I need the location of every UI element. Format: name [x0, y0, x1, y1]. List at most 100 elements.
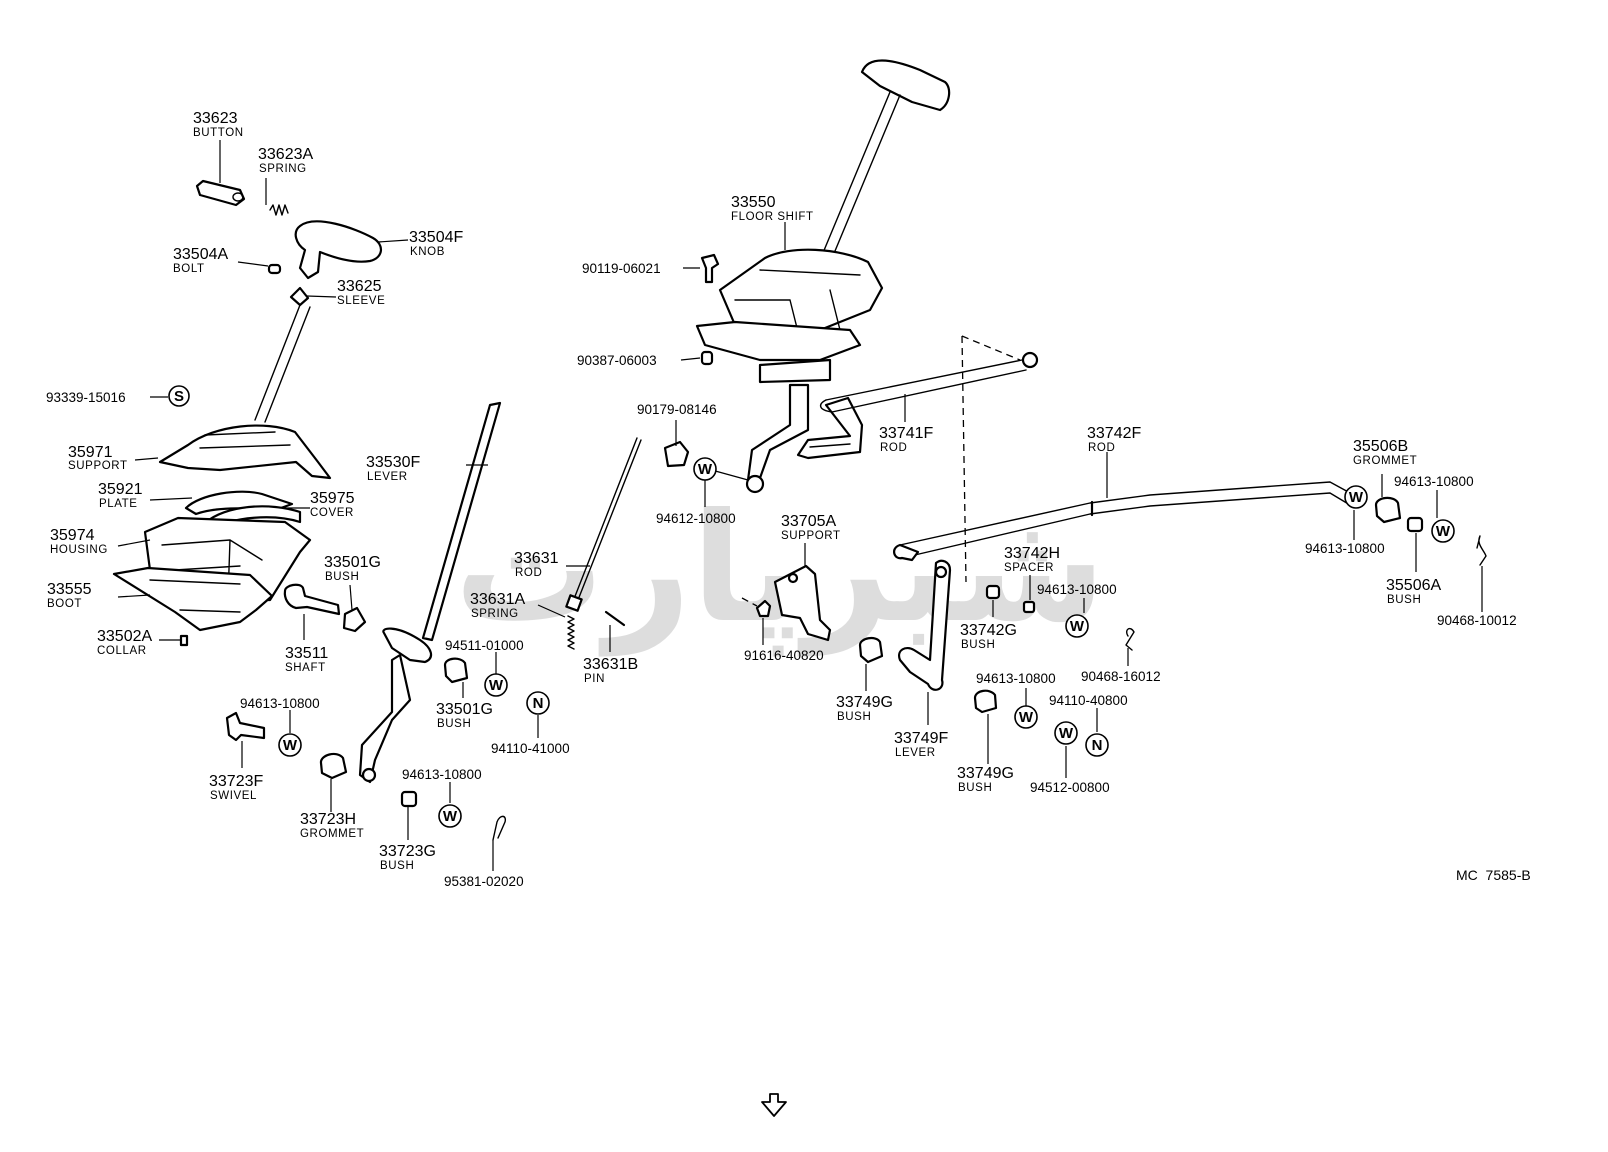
part-spring-drawing [269, 204, 289, 216]
part-number: 33555 [47, 581, 92, 598]
label-94613-10800-c: 94613-10800 W [1037, 582, 1117, 638]
label-33742g: 33742G BUSH [960, 622, 1017, 651]
part-sleeve-drawing [289, 286, 310, 307]
w-symbol-icon [693, 457, 717, 481]
part-symbol: N [1092, 737, 1103, 754]
label-33502a: 33502A COLLAR [97, 628, 152, 657]
part-collar-drawing [179, 634, 189, 647]
part-number: 33511 [285, 645, 328, 662]
label-33723h: 33723H GROMMET [300, 811, 364, 840]
label-91616-40820: 91616-40820 [744, 648, 824, 663]
part-name: SHAFT [285, 662, 326, 674]
part-number: 94612-10800 [656, 511, 736, 526]
part-name: BOLT [173, 263, 205, 275]
label-94613-10800-b: 94613-10800 W [402, 767, 482, 828]
part-number: 90119-06021 [582, 261, 661, 276]
part-number: 94613-10800 [1305, 541, 1385, 556]
part-number: 33723G [379, 843, 436, 860]
label-33749f: 33749F LEVER [894, 730, 948, 759]
part-number: 33749G [957, 765, 1014, 782]
label-35974: 35974 HOUSING [50, 527, 108, 556]
down-arrow-icon[interactable] [761, 1093, 787, 1117]
watermark-text: شیرپارت [454, 482, 1106, 657]
part-pin-33631b-drawing [604, 610, 626, 627]
label-33623: 33623 BUTTON [193, 110, 243, 139]
diagram-reference: MC 7585-B [1456, 867, 1531, 883]
part-number: 33501G [436, 701, 493, 718]
part-bush-33742g-drawing [985, 584, 1001, 600]
part-number: 93339-15016 [46, 390, 126, 405]
label-90387-06003: 90387-06003 [577, 353, 657, 368]
label-95381-02020: 95381-02020 [444, 874, 524, 889]
part-number: 95381-02020 [444, 874, 524, 889]
part-name: SPRING [471, 608, 519, 620]
w-symbol-icon [278, 733, 302, 757]
part-rod-33741f-drawing [819, 351, 1039, 413]
label-35971: 35971 SUPPORT [68, 444, 128, 472]
part-collar-90387-drawing [700, 350, 714, 366]
w-symbol-icon [1431, 519, 1455, 543]
part-name: BUSH [1387, 594, 1421, 606]
part-name: BUSH [380, 860, 414, 872]
part-button-drawing [195, 179, 246, 207]
part-grommet-35506b-drawing [1374, 496, 1402, 524]
part-name: SLEEVE [337, 295, 385, 307]
part-bush-33501g-drawing [342, 606, 367, 633]
part-rod-33631-drawing [565, 437, 642, 612]
part-bush-33749g-2-drawing [973, 689, 998, 714]
part-name: COVER [310, 507, 354, 519]
part-number: 35921 [98, 481, 143, 498]
part-number: 33504F [409, 229, 463, 246]
label-35921: 35921 PLATE [98, 481, 143, 510]
part-bush-33723g-drawing [400, 790, 418, 808]
w-symbol-icon [484, 673, 508, 697]
w-symbol-icon [1054, 721, 1078, 745]
part-symbol: W [443, 808, 458, 825]
part-floor-shift-drawing [695, 59, 951, 494]
part-name: SUPPORT [68, 460, 128, 472]
part-number: 33504A [173, 246, 228, 263]
part-number: 33623A [258, 146, 313, 163]
label-94512-00800: W 94512-00800 [1030, 721, 1110, 795]
part-number: 94613-10800 [976, 671, 1056, 686]
part-name: SUPPORT [781, 530, 841, 542]
part-number: 35974 [50, 527, 95, 544]
part-name: LEVER [895, 747, 936, 759]
part-name: ROD [515, 567, 542, 579]
part-name: HOUSING [50, 544, 108, 556]
part-name: PIN [584, 673, 605, 685]
label-90179-08146: 90179-08146 [637, 402, 717, 417]
part-name: SPRING [259, 163, 307, 175]
part-shaft-drawing [283, 583, 341, 616]
part-number: 91616-40820 [744, 648, 824, 663]
part-number: 90468-16012 [1081, 669, 1161, 684]
label-33749g-2: 33749G BUSH [957, 765, 1014, 794]
part-number: 33631A [470, 591, 525, 608]
n-symbol-icon [526, 691, 550, 715]
w-symbol-icon [1344, 485, 1368, 509]
part-number: 33530F [366, 454, 420, 471]
shift-rod-drawing [254, 304, 311, 423]
part-bush-33749g-1-drawing [858, 636, 884, 664]
part-name: SWIVEL [210, 790, 257, 802]
part-bolt-drawing [267, 263, 282, 275]
part-lever-33530f-drawing [358, 401, 502, 784]
part-number: 33705A [781, 513, 836, 530]
label-33504f: 33504F KNOB [409, 229, 463, 258]
part-name: GROMMET [300, 828, 364, 840]
label-33555: 33555 BOOT [47, 581, 92, 610]
leader-lines [117, 140, 1483, 871]
label-33742f: 33742F ROD [1087, 425, 1141, 454]
w-symbol-icon [438, 804, 462, 828]
s-symbol-icon [168, 385, 190, 407]
label-94110-41000: N 94110-41000 [491, 691, 570, 756]
part-name: BUSH [961, 639, 995, 651]
part-symbol: S [174, 388, 184, 405]
part-number: 33502A [97, 628, 152, 645]
part-name: BUSH [958, 782, 992, 794]
w-symbol-icon [1014, 705, 1038, 729]
part-number: 33625 [337, 278, 382, 295]
label-33741f: 33741F ROD [879, 425, 933, 454]
part-symbol: W [1070, 618, 1085, 635]
